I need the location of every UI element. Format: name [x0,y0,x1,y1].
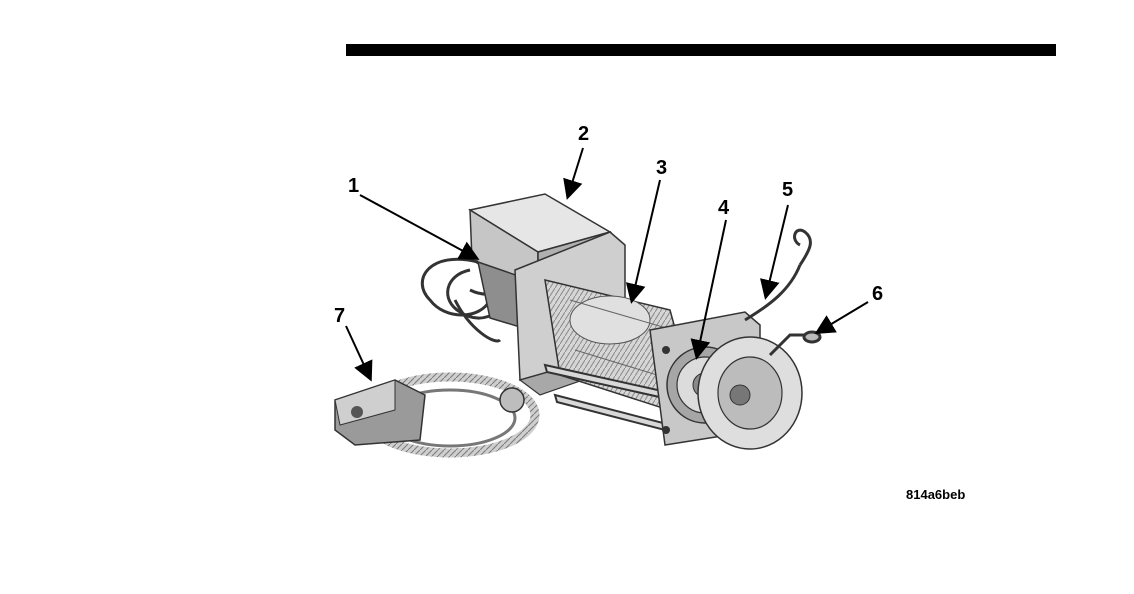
callout-2: 2 [578,124,589,144]
leader-6 [818,302,868,332]
gear-housing-icon [650,312,802,449]
callout-3: 3 [656,158,667,178]
callout-1: 1 [348,176,359,196]
callout-6: 6 [872,284,883,304]
leader-2 [568,148,583,196]
remote-pendant-icon [335,377,535,453]
figure-id-code: 814a6beb [906,487,965,502]
leader-7 [346,326,370,378]
callout-4: 4 [718,198,729,218]
leader-5 [766,205,788,296]
callout-5: 5 [782,180,793,200]
leader-3 [632,180,660,300]
leader-1 [360,195,476,258]
callout-7: 7 [334,306,345,326]
